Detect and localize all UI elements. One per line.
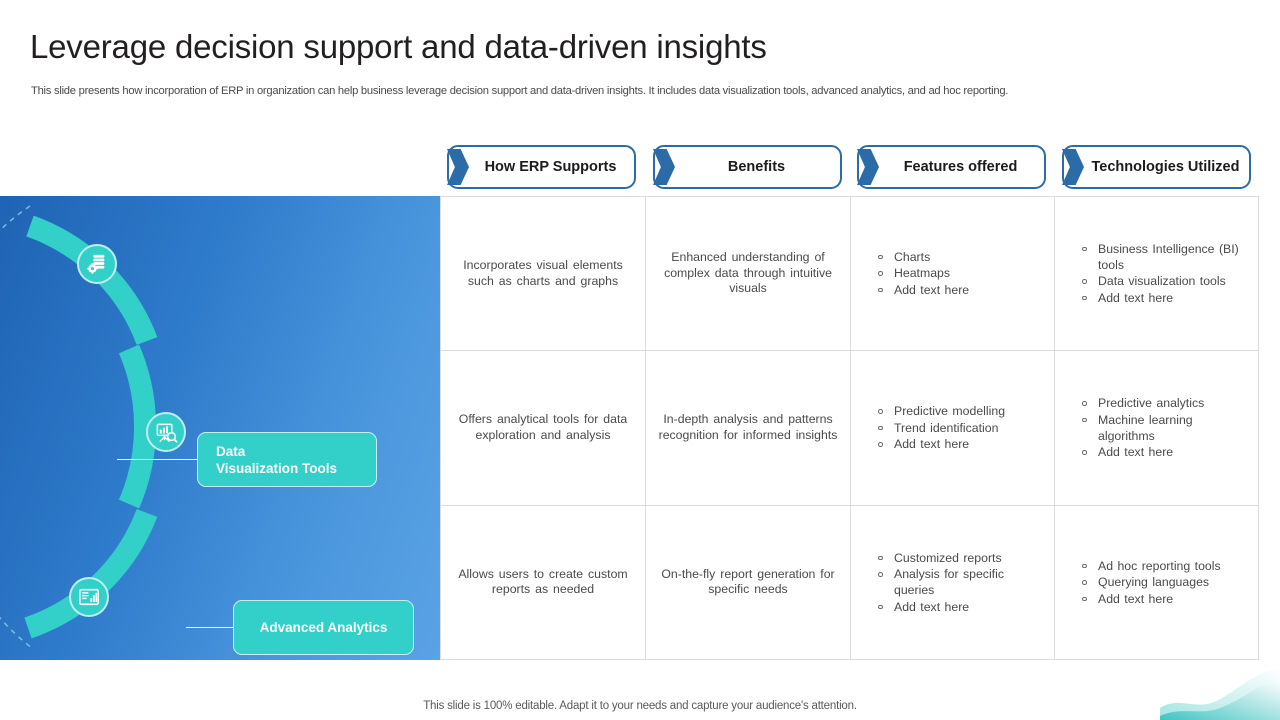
chevron-right-icon bbox=[653, 149, 675, 185]
cell-technologies-utilized: Ad hoc reporting tools Querying language… bbox=[1054, 504, 1259, 661]
bullet-list: Predictive analytics Machine learning al… bbox=[1056, 395, 1257, 460]
list-item: Heatmaps bbox=[878, 265, 1047, 281]
arc-graphic bbox=[0, 205, 158, 649]
tab-technologies-utilized[interactable]: Technologies Utilized bbox=[1062, 145, 1251, 189]
node-label-box-1[interactable]: Data Visualization Tools bbox=[197, 432, 377, 487]
chevron-right-icon bbox=[857, 149, 879, 185]
list-item: Predictive modelling bbox=[878, 403, 1047, 419]
list-item: Analysis for specific queries bbox=[878, 566, 1047, 598]
cell-features-offered: Customized reports Analysis for specific… bbox=[850, 504, 1055, 661]
bullet-list: Predictive modelling Trend identificatio… bbox=[852, 403, 1053, 452]
content-table: Incorporates visual elements such as cha… bbox=[440, 195, 1259, 661]
node-label-box-2[interactable]: Advanced Analytics bbox=[233, 600, 414, 655]
database-gear-icon bbox=[87, 254, 105, 274]
bullet-list: Customized reports Analysis for specific… bbox=[852, 550, 1053, 615]
node-label-1-line2: Visualization Tools bbox=[216, 460, 338, 476]
bullet-list: Ad hoc reporting tools Querying language… bbox=[1056, 558, 1257, 607]
table-row: Allows users to create custom reports as… bbox=[440, 504, 1259, 661]
cell-features-offered: Charts Heatmaps Add text here bbox=[850, 195, 1055, 352]
bullet-list: Business Intelligence (BI) tools Data vi… bbox=[1056, 241, 1257, 306]
list-item: Add text here bbox=[1082, 444, 1251, 460]
node-badge-2[interactable] bbox=[146, 412, 186, 452]
tab-body bbox=[1062, 145, 1251, 189]
chevron-right-icon bbox=[447, 149, 469, 185]
cell-benefits: On-the-fly report generation for specifi… bbox=[645, 504, 851, 661]
presentation-search-icon bbox=[156, 423, 178, 443]
list-item: Add text here bbox=[1082, 591, 1251, 607]
page-subtitle: This slide presents how incorporation of… bbox=[31, 85, 1009, 97]
tab-body bbox=[653, 145, 842, 189]
node-badge-1[interactable] bbox=[77, 244, 117, 284]
tab-label: Technologies Utilized bbox=[1091, 159, 1240, 175]
node-badge-3[interactable] bbox=[69, 577, 109, 617]
table-row: Incorporates visual elements such as cha… bbox=[440, 195, 1259, 352]
list-item: Data visualization tools bbox=[1082, 273, 1251, 289]
cell-technologies-utilized: Predictive analytics Machine learning al… bbox=[1054, 350, 1259, 506]
list-item: Add text here bbox=[878, 282, 1047, 298]
list-item: Ad hoc reporting tools bbox=[1082, 558, 1251, 574]
tab-label: Benefits bbox=[727, 159, 786, 175]
cell-how-erp-supports: Offers analytical tools for data explora… bbox=[440, 350, 646, 506]
list-item: Trend identification bbox=[878, 420, 1047, 436]
cell-how-erp-supports: Allows users to create custom reports as… bbox=[440, 504, 646, 661]
list-item: Machine learning algorithms bbox=[1082, 412, 1251, 444]
list-item: Querying languages bbox=[1082, 574, 1251, 590]
chevron-right-icon bbox=[1062, 149, 1084, 185]
list-item: Add text here bbox=[878, 599, 1047, 615]
cell-benefits: In-depth analysis and patterns recogniti… bbox=[645, 350, 851, 506]
corner-wave-decoration bbox=[1160, 668, 1280, 720]
cell-benefits: Enhanced understanding of complex data t… bbox=[645, 195, 851, 352]
cell-features-offered: Predictive modelling Trend identificatio… bbox=[850, 350, 1055, 506]
tab-how-erp-supports[interactable]: How ERP Supports bbox=[447, 145, 636, 189]
node-label-2: Advanced Analytics bbox=[259, 620, 388, 635]
left-diagram-panel: Data Visualization Tools Advanced Analyt… bbox=[0, 196, 440, 660]
list-item: Add text here bbox=[878, 436, 1047, 452]
list-item: Business Intelligence (BI) tools bbox=[1082, 241, 1251, 273]
tab-label: How ERP Supports bbox=[484, 159, 617, 175]
list-item: Charts bbox=[878, 249, 1047, 265]
connector-line-2 bbox=[186, 627, 234, 628]
tab-features-offered[interactable]: Features offered bbox=[857, 145, 1046, 189]
node-label-1-line1: Data bbox=[216, 443, 246, 459]
cell-how-erp-supports: Incorporates visual elements such as cha… bbox=[440, 195, 646, 352]
bullet-list: Charts Heatmaps Add text here bbox=[852, 249, 1053, 298]
tab-body bbox=[447, 145, 636, 189]
cell-technologies-utilized: Business Intelligence (BI) tools Data vi… bbox=[1054, 195, 1259, 352]
footer-note: This slide is 100% editable. Adapt it to… bbox=[423, 700, 857, 712]
list-item: Predictive analytics bbox=[1082, 395, 1251, 411]
node-label-1: Data Visualization Tools bbox=[216, 443, 337, 477]
report-chart-icon bbox=[79, 588, 99, 606]
table-row: Offers analytical tools for data explora… bbox=[440, 350, 1259, 506]
connector-line-1 bbox=[117, 459, 197, 460]
tab-body bbox=[857, 145, 1046, 189]
list-item: Customized reports bbox=[878, 550, 1047, 566]
tab-label: Features offered bbox=[903, 159, 1018, 175]
page-title: Leverage decision support and data-drive… bbox=[30, 28, 767, 65]
tab-benefits[interactable]: Benefits bbox=[653, 145, 842, 189]
list-item: Add text here bbox=[1082, 290, 1251, 306]
